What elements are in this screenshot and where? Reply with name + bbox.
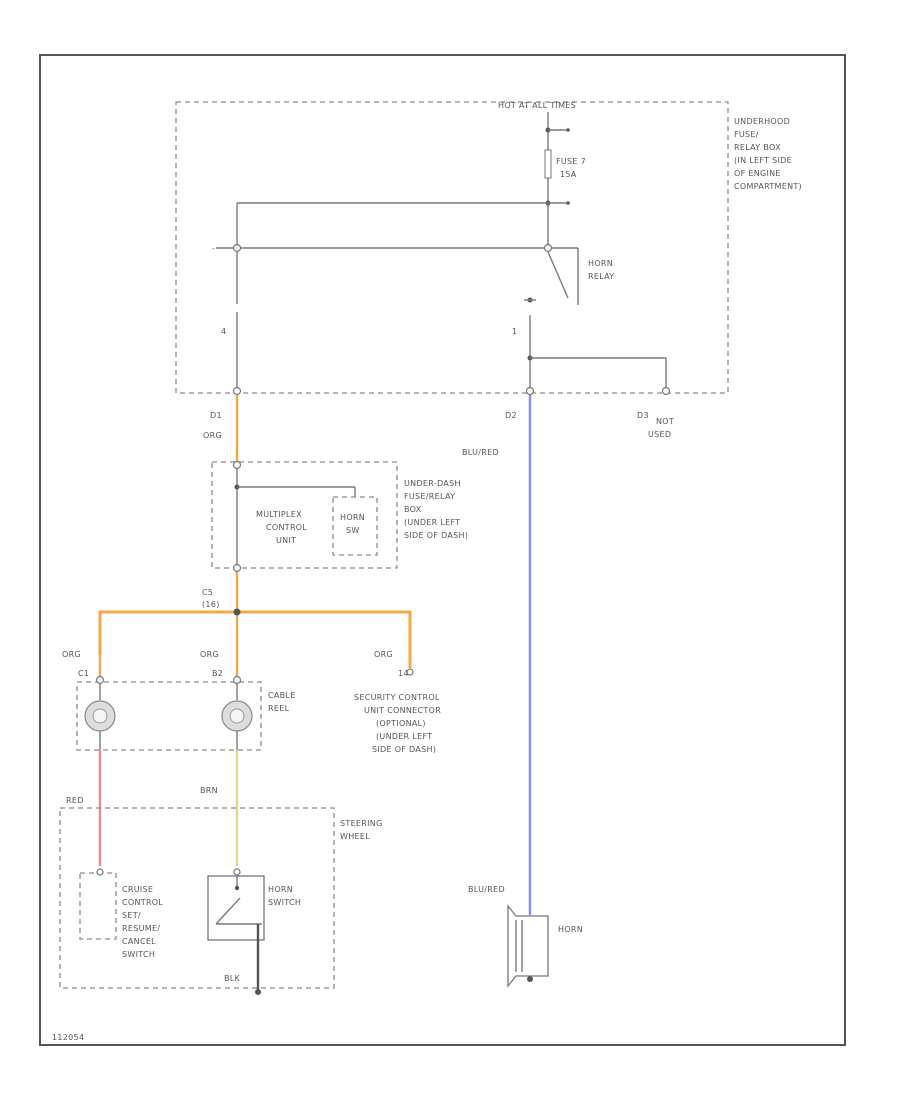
security-unit-terminal xyxy=(406,668,414,676)
horn-switch-top-terminal xyxy=(233,868,241,876)
red-wire-label: RED xyxy=(66,796,84,805)
under-dash-fuse-relay-box: MULTIPLEX CONTROL UNIT HORN SW xyxy=(211,460,398,573)
blu-red-label-top: BLU/RED xyxy=(462,448,499,457)
steering-wheel-label: STEERING WHEEL xyxy=(340,819,385,841)
fuse-7-icon xyxy=(544,149,552,179)
hot-at-all-times-label: HOT AT ALL TIMES xyxy=(498,101,576,110)
cable-reel-pin-c1 xyxy=(95,675,105,685)
figure-id-label: 112054 xyxy=(52,1033,84,1042)
under-dash-box-outline xyxy=(211,461,398,569)
bus-branch-end-2 xyxy=(566,201,570,205)
under-dash-bottom-terminal xyxy=(232,563,242,573)
relay-coil-marker-left: - xyxy=(212,244,215,253)
connector-d3-terminal xyxy=(661,386,671,396)
horn-relay-arm xyxy=(547,251,569,299)
horn-switch-arm xyxy=(215,897,241,925)
horn-sw-box xyxy=(332,496,378,556)
relay-coil-terminal-right xyxy=(543,243,553,253)
cable-reel-left-coil-inner xyxy=(92,708,108,724)
horn-ground-point xyxy=(527,976,533,982)
underhood-box-outline xyxy=(175,101,729,394)
cable-reel-pin-b2-label: B2 xyxy=(212,669,223,678)
org-label-right: ORG xyxy=(374,650,393,659)
not-used-label: NOT USED xyxy=(648,417,677,439)
org-label-left: ORG xyxy=(62,650,81,659)
diagram-frame xyxy=(39,54,846,1046)
connector-d3-label: D3 xyxy=(637,411,649,420)
underhood-box-location-label: UNDERHOOD FUSE/ RELAY BOX (IN LEFT SIDE … xyxy=(734,117,802,191)
connector-d2-terminal xyxy=(525,386,535,396)
under-dash-top-terminal xyxy=(232,460,242,470)
cable-reel-mid-coil-inner xyxy=(229,708,245,724)
cruise-switch-terminal xyxy=(96,868,104,876)
c5-connector-label: C5 (16) xyxy=(202,588,220,609)
relay-coil-terminal-left xyxy=(232,243,242,253)
mcu-label: MULTIPLEX CONTROL UNIT xyxy=(256,510,310,545)
blu-red-label-horn: BLU/RED xyxy=(468,885,505,894)
brn-wire-label: BRN xyxy=(200,786,218,795)
security-unit-label: SECURITY CONTROL UNIT CONNECTOR (OPTIONA… xyxy=(354,693,444,754)
ground-blk-label: BLK xyxy=(224,974,241,983)
pin-4-label: 4 xyxy=(221,327,226,336)
horn-icon xyxy=(507,904,549,988)
underhood-fuse-relay-box: HOT AT ALL TIMES UNDERHOOD FUSE/ RELAY B… xyxy=(175,101,802,396)
ground-point xyxy=(255,989,261,995)
org-splice-bus xyxy=(98,610,412,668)
under-dash-location-label: UNDER-DASH FUSE/RELAY BOX (UNDER LEFT SI… xyxy=(404,479,468,540)
horn-switch-label: HORN SWITCH xyxy=(268,885,301,907)
connector-d1-terminal xyxy=(232,386,242,396)
steering-wheel-outline xyxy=(59,807,335,989)
horn-relay-label: HORN RELAY xyxy=(588,259,616,281)
cable-reel-pin-c1-label: C1 xyxy=(78,669,89,678)
cruise-switch-box xyxy=(79,872,117,940)
connector-d2-label: D2 xyxy=(505,411,517,420)
org-wire-label-top: ORG xyxy=(203,431,222,440)
horn-label: HORN xyxy=(558,925,583,934)
cable-reel-pin-b2 xyxy=(232,675,242,685)
cable-reel: C1 B2 xyxy=(76,669,262,751)
cable-reel-label: CABLE REEL xyxy=(268,691,298,713)
horn-sw-label: HORN SW xyxy=(340,513,368,535)
steering-wheel: CRUISE CONTROL SET/ RESUME/ CANCEL SWITC… xyxy=(59,807,335,995)
bus-branch-end-1 xyxy=(566,128,570,132)
fuse-7-label: FUSE 7 15A xyxy=(556,157,589,179)
cruise-switch-label: CRUISE CONTROL SET/ RESUME/ CANCEL SWITC… xyxy=(122,885,166,959)
cable-reel-outline xyxy=(76,681,262,751)
connector-d1-label: D1 xyxy=(210,411,222,420)
pin-1-label: 1 xyxy=(512,327,517,336)
org-label-mid: ORG xyxy=(200,650,219,659)
security-unit-pin-label: 14 xyxy=(398,669,409,678)
horn-switch-box xyxy=(207,875,265,941)
org-splice-point xyxy=(233,608,241,616)
horn-switch-contact xyxy=(234,885,240,891)
horn: HORN xyxy=(507,904,583,988)
